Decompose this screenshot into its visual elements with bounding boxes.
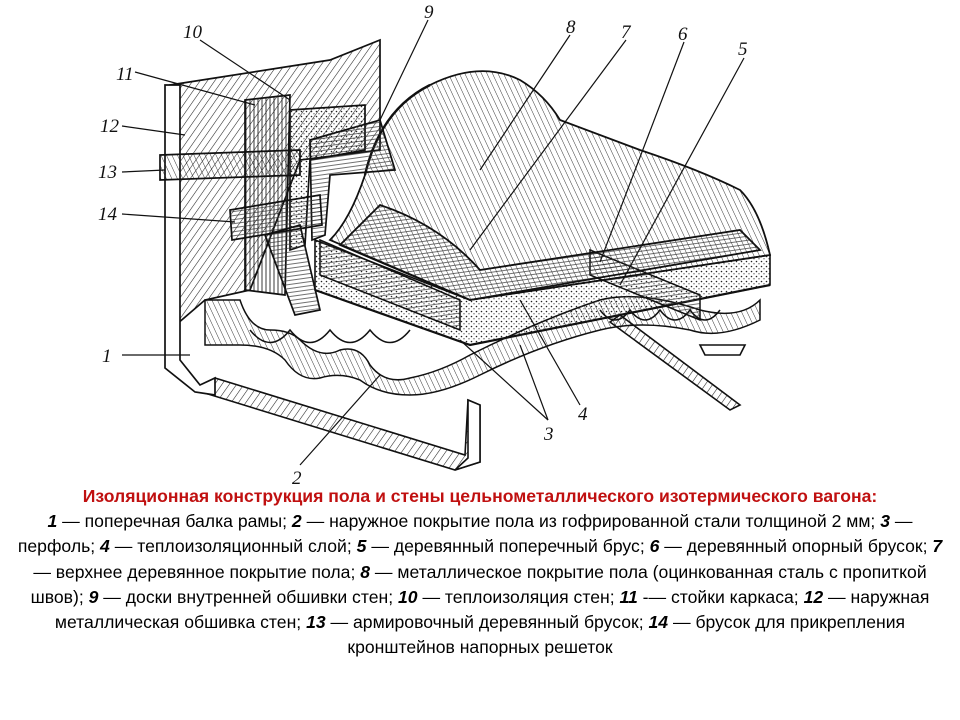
- legend-num: 5: [356, 536, 367, 557]
- legend-text: — деревянный опорный брусок;: [659, 536, 933, 557]
- callout-11: 11: [116, 64, 134, 85]
- callout-10: 10: [183, 22, 203, 43]
- callout-9: 9: [424, 2, 434, 23]
- caption-legend: 1 — поперечная балка рамы; 2 — наружное …: [10, 509, 950, 660]
- legend-num: 4: [100, 536, 110, 557]
- callout-4: 4: [578, 404, 588, 425]
- floor-wall-diagram: 1 2 3 4 5 6 7 8 9 10 11 12 13 14: [98, 2, 772, 489]
- callout-labels: 1 2 3 4 5 6 7 8 9 10 11 12 13 14: [98, 2, 748, 489]
- leader-lines: [121, 19, 745, 466]
- callout-13: 13: [98, 162, 117, 183]
- legend-text: — металлическое покрытие пола (оцинкован…: [30, 561, 927, 607]
- legend-num: 7: [932, 536, 943, 557]
- legend-num: 9: [88, 586, 99, 607]
- legend-num: 12: [803, 586, 824, 607]
- legend-text: — верхнее деревянное покрытие пола;: [33, 561, 361, 582]
- callout-6: 6: [678, 24, 688, 45]
- legend-text: -— стойки каркаса;: [637, 586, 804, 607]
- legend-num: 13: [306, 612, 326, 633]
- legend-text: — поперечная балка рамы;: [57, 511, 292, 532]
- legend-text: — доски внутренней обшивки стен;: [98, 586, 398, 607]
- legend-text: — наружная металлическая обшивка стен;: [54, 586, 930, 633]
- callout-7: 7: [621, 22, 632, 43]
- callout-2: 2: [292, 468, 302, 489]
- callout-3: 3: [543, 424, 554, 445]
- legend-text: — армировочный деревянный брусок;: [325, 612, 649, 633]
- legend-text: — наружное покрытие пола из гофрированно…: [301, 511, 881, 532]
- wall-section: [159, 38, 397, 396]
- legend-text: — деревянный поперечный брус;: [366, 536, 650, 557]
- upper-floor: [328, 70, 772, 301]
- legend-num: 2: [291, 511, 302, 532]
- legend-num: 14: [648, 612, 669, 633]
- legend-text: — брусок для прикрепления кронштейнов на…: [347, 612, 906, 658]
- legend-num: 11: [619, 586, 638, 607]
- callout-5: 5: [738, 39, 748, 60]
- caption-title: Изоляционная конструкция пола и стены це…: [82, 486, 878, 506]
- legend-num: 8: [360, 561, 371, 582]
- legend-num: 10: [397, 586, 418, 607]
- callout-12: 12: [100, 116, 120, 137]
- legend-text: — перфоль;: [17, 511, 913, 557]
- legend-text: — теплоизоляция стен;: [417, 586, 620, 607]
- legend-num: 6: [649, 536, 660, 557]
- callout-14: 14: [98, 204, 118, 225]
- legend-text: — теплоизоляционный слой;: [109, 536, 357, 557]
- legend-num: 1: [47, 511, 58, 532]
- callout-1: 1: [102, 346, 112, 367]
- callout-8: 8: [566, 17, 576, 38]
- legend-num: 3: [880, 511, 891, 532]
- figure-caption: Изоляционная конструкция пола и стены це…: [10, 484, 950, 660]
